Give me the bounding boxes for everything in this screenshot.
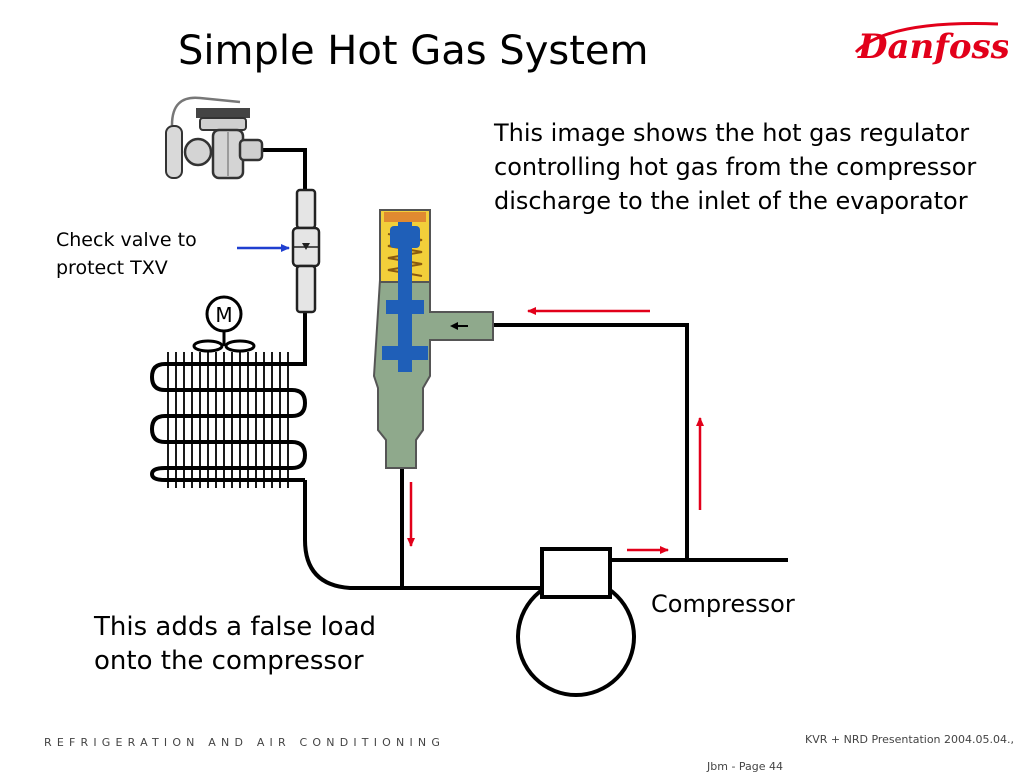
- flow-arrows: [407, 307, 704, 554]
- pipe-evaporator-outlet: [303, 480, 545, 590]
- footer-company-line: REFRIGERATION AND AIR CONDITIONING: [44, 736, 446, 749]
- footer-presentation-info: KVR + NRD Presentation 2004.05.04.,: [805, 733, 1014, 746]
- pipe-hot-gas: [493, 323, 689, 560]
- diagram-description: This image shows the hot gas regulator c…: [494, 119, 977, 215]
- fan-motor-label: M: [215, 303, 232, 327]
- footer-page-number: Jbm - Page 44: [707, 760, 784, 773]
- compressor-icon: [516, 547, 636, 697]
- compressor-label: Compressor: [651, 590, 795, 618]
- check-valve-label: Check valve to protect TXV: [56, 229, 197, 279]
- false-load-note: This adds a false load onto the compress…: [94, 612, 377, 676]
- hot-gas-regulator-icon: [372, 209, 494, 469]
- logo-text: Danfoss: [857, 27, 1008, 67]
- pipe-txv-to-check-valve: [262, 148, 307, 190]
- fan-motor-icon: M: [192, 295, 256, 353]
- check-valve-icon: [291, 188, 321, 314]
- page-title: Simple Hot Gas System: [178, 28, 649, 74]
- evaporator-coil-icon: [149, 352, 308, 488]
- expansion-valve-icon: [165, 96, 264, 180]
- danfoss-logo: Danfoss: [854, 22, 1008, 67]
- piping: [262, 148, 788, 590]
